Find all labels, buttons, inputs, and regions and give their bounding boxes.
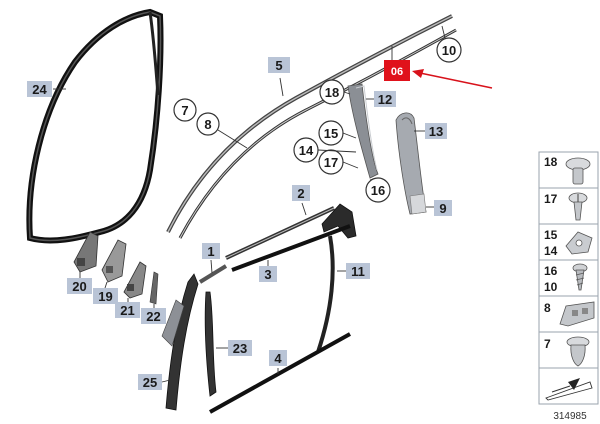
callout-13: 13: [429, 124, 443, 139]
callout-14: 14: [299, 143, 314, 158]
belt-strip-3: [231, 224, 351, 272]
label-box: [115, 302, 140, 318]
callout-18: 18: [325, 85, 339, 100]
callout-circle: [196, 112, 220, 136]
screw-clip-icon: [568, 192, 588, 221]
parts-list-row: [538, 331, 599, 369]
callout-20: 20: [72, 279, 86, 294]
parts-list-number: 10: [544, 280, 558, 294]
callout-23: 23: [233, 341, 247, 356]
label-box: [67, 278, 92, 294]
callout-15: 15: [324, 126, 338, 141]
callout-1: 1: [207, 244, 214, 259]
parts-list-number: 8: [544, 301, 551, 315]
door-seal-24: [26, 8, 164, 244]
seal-23: [204, 291, 217, 397]
screw-icon: [572, 263, 588, 291]
red-arrow: [419, 72, 493, 89]
highlight-badge: [384, 60, 410, 81]
red-arrow-head-icon: [412, 69, 424, 78]
parts-list: 18 17 15 14 16 10 8: [538, 151, 599, 405]
callout-circle: [173, 98, 197, 122]
callout-10: 10: [442, 43, 456, 58]
label-box: [425, 123, 447, 139]
parts-list-number: 7: [544, 337, 551, 351]
callout-19: 19: [98, 289, 112, 304]
parts-list-row: [538, 187, 599, 225]
strip-1: [198, 264, 228, 284]
label-box: [228, 340, 252, 356]
pillar-cover-13: [395, 112, 427, 215]
label-box: [93, 288, 118, 304]
label-box: [346, 263, 370, 279]
callout-2: 2: [297, 186, 304, 201]
trim-part-22: [149, 271, 159, 305]
callout-9: 9: [439, 201, 446, 216]
label-box: [292, 185, 310, 201]
callout-3: 3: [264, 267, 271, 282]
pillar-trim-12: [347, 83, 379, 179]
callout-17: 17: [324, 155, 338, 170]
seal-11: [316, 235, 335, 353]
trim-part-20: [73, 231, 99, 273]
callout-22: 22: [146, 309, 160, 324]
label-box: [27, 81, 52, 97]
callout-21: 21: [120, 303, 134, 318]
pillar-trim-25: [161, 273, 199, 411]
callout-5: 5: [275, 58, 282, 73]
trim-clip-icon: [559, 301, 595, 327]
label-box: [202, 243, 220, 259]
parts-list-number: 16: [544, 264, 558, 278]
label-box: [141, 308, 166, 324]
window-channel-2: [225, 203, 357, 260]
label-box: [259, 266, 277, 282]
callout-4: 4: [274, 351, 282, 366]
parts-list-number: 17: [544, 192, 558, 206]
parts-list-row: [538, 151, 599, 189]
callout-11: 11: [351, 264, 365, 279]
trim-part-21: [123, 261, 147, 299]
callout-8: 8: [204, 117, 211, 132]
sill-strip-4: [209, 332, 351, 414]
callout-25: 25: [143, 375, 157, 390]
parts-list-number: 14: [544, 244, 558, 258]
callout-circle: [365, 177, 391, 203]
expanding-rivet-icon: [566, 336, 590, 367]
diagram-code: 314985: [553, 411, 587, 422]
label-box: [269, 350, 287, 366]
parts-list-number: 15: [544, 228, 558, 242]
trim-part-19: [101, 239, 127, 283]
callout-24: 24: [32, 82, 47, 97]
callout-16: 16: [371, 183, 385, 198]
highlight-label: 06: [391, 66, 403, 78]
label-box: [374, 91, 396, 107]
push-clip-icon: [565, 157, 591, 185]
callout-7: 7: [181, 103, 188, 118]
parts-list-number: 18: [544, 155, 558, 169]
callout-12: 12: [378, 92, 392, 107]
wedge-arrow-icon: [545, 378, 593, 401]
label-box: [268, 57, 290, 73]
label-box: [138, 374, 162, 390]
hole-icon: [575, 239, 583, 247]
label-box: [434, 200, 452, 216]
callout-circle: [436, 37, 462, 63]
